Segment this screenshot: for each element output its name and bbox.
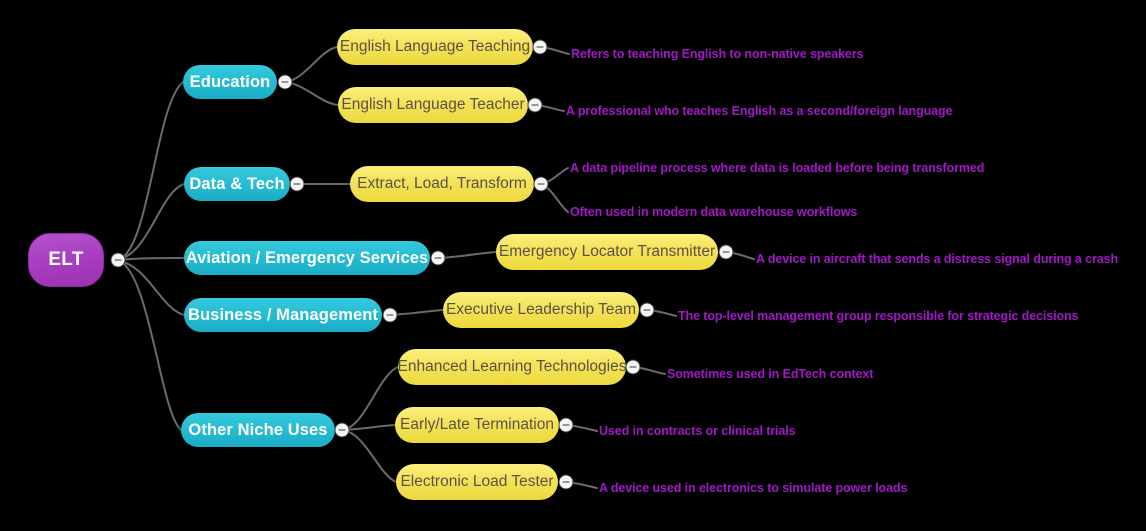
toggle-english-language-teacher[interactable]: [527, 97, 543, 113]
minus-icon: [338, 429, 346, 431]
edge-niche-early: [341, 424, 396, 431]
note-executive-leadership-team-1: The top-level management group responsib…: [678, 309, 1079, 323]
node-label: Business / Management: [187, 305, 379, 324]
minus-icon: [722, 251, 730, 253]
node-label: Data & Tech: [189, 174, 285, 193]
minus-icon: [562, 424, 570, 426]
minus-icon: [531, 104, 539, 106]
note-early-late-termination-1: Used in contracts or clinical trials: [599, 424, 796, 438]
edge-education-elt-teacher: [284, 81, 339, 106]
node-label: Executive Leadership Team: [445, 301, 637, 318]
toggle-extract-load-transform[interactable]: [533, 176, 549, 192]
node-label: Aviation / Emergency Services: [185, 248, 429, 267]
branch-node-other-niche-uses[interactable]: Other Niche Uses: [181, 413, 335, 447]
node-label: Enhanced Learning Technologies: [397, 358, 627, 375]
note-enhanced-learning-technologies-1: Sometimes used in EdTech context: [667, 367, 874, 381]
toggle-english-language-teaching[interactable]: [532, 39, 548, 55]
node-label: Electronic Load Tester: [400, 473, 554, 490]
leaf-node-executive-leadership-team[interactable]: Executive Leadership Team: [443, 292, 639, 328]
note-extract-load-transform-1: A data pipeline process where data is lo…: [570, 161, 985, 175]
minus-icon: [114, 259, 122, 261]
note-electronic-load-tester-1: A device used in electronics to simulate…: [599, 481, 908, 495]
toggle-root[interactable]: [110, 252, 126, 268]
leaf-node-english-language-teaching[interactable]: English Language Teaching: [337, 29, 533, 65]
toggle-aviation-emergency-services[interactable]: [430, 250, 446, 266]
minus-icon: [434, 257, 442, 259]
toggle-data-tech[interactable]: [289, 176, 305, 192]
minus-icon: [281, 81, 289, 83]
leaf-node-emergency-locator-transmitter[interactable]: Emergency Locator Transmitter: [496, 234, 718, 270]
leaf-node-enhanced-learning-technologies[interactable]: Enhanced Learning Technologies: [398, 349, 626, 385]
leaf-node-english-language-teacher[interactable]: English Language Teacher: [338, 87, 528, 123]
branch-node-education[interactable]: Education: [183, 65, 277, 99]
minus-icon: [537, 183, 545, 185]
toggle-emergency-locator-transmitter[interactable]: [718, 244, 734, 260]
node-label: ELT: [48, 249, 84, 270]
toggle-other-niche-uses[interactable]: [334, 422, 350, 438]
minus-icon: [629, 366, 637, 368]
branch-node-aviation-emergency-services[interactable]: Aviation / Emergency Services: [184, 241, 430, 275]
branch-node-business-management[interactable]: Business / Management: [184, 298, 382, 332]
edge-aviation-elt: [437, 251, 497, 259]
minus-icon: [536, 46, 544, 48]
minus-icon: [562, 481, 570, 483]
note-english-language-teacher-1: A professional who teaches English as a …: [566, 104, 953, 118]
node-label: Education: [189, 72, 271, 91]
edge-root-other-niche: [117, 259, 182, 431]
toggle-business-management[interactable]: [382, 307, 398, 323]
toggle-early-late-termination[interactable]: [558, 417, 574, 433]
edge-education-elt-teaching: [284, 46, 338, 83]
note-english-language-teaching-1: Refers to teaching English to non-native…: [571, 47, 864, 61]
note-emergency-locator-transmitter-1: A device in aircraft that sends a distre…: [756, 252, 1119, 266]
toggle-electronic-load-tester[interactable]: [558, 474, 574, 490]
minus-icon: [386, 314, 394, 316]
minus-icon: [643, 309, 651, 311]
root-node-elt[interactable]: ELT: [28, 233, 104, 287]
branch-node-data-tech[interactable]: Data & Tech: [184, 167, 290, 201]
leaf-node-early-late-termination[interactable]: Early/Late Termination: [395, 407, 559, 443]
node-label: Other Niche Uses: [188, 420, 328, 439]
note-extract-load-transform-2: Often used in modern data warehouse work…: [570, 205, 858, 219]
toggle-education[interactable]: [277, 74, 293, 90]
leaf-node-extract-load-transform[interactable]: Extract, Load, Transform: [350, 166, 534, 202]
edge-root-business: [117, 259, 185, 316]
leaf-node-electronic-load-tester[interactable]: Electronic Load Tester: [396, 464, 558, 500]
edge-niche-enhanced: [341, 366, 399, 431]
node-label: English Language Teacher: [341, 96, 525, 113]
node-label: English Language Teaching: [339, 38, 531, 55]
edge-root-aviation: [117, 257, 185, 261]
node-label: Extract, Load, Transform: [357, 175, 527, 192]
node-label: Emergency Locator Transmitter: [498, 243, 716, 260]
toggle-enhanced-learning-technologies[interactable]: [625, 359, 641, 375]
node-label: Early/Late Termination: [400, 416, 554, 433]
edge-root-education: [117, 81, 184, 261]
toggle-executive-leadership-team[interactable]: [639, 302, 655, 318]
edge-niche-electronic: [341, 429, 397, 483]
edge-business-elt: [389, 309, 444, 316]
edge-root-data-tech: [117, 183, 185, 261]
minus-icon: [293, 183, 301, 185]
